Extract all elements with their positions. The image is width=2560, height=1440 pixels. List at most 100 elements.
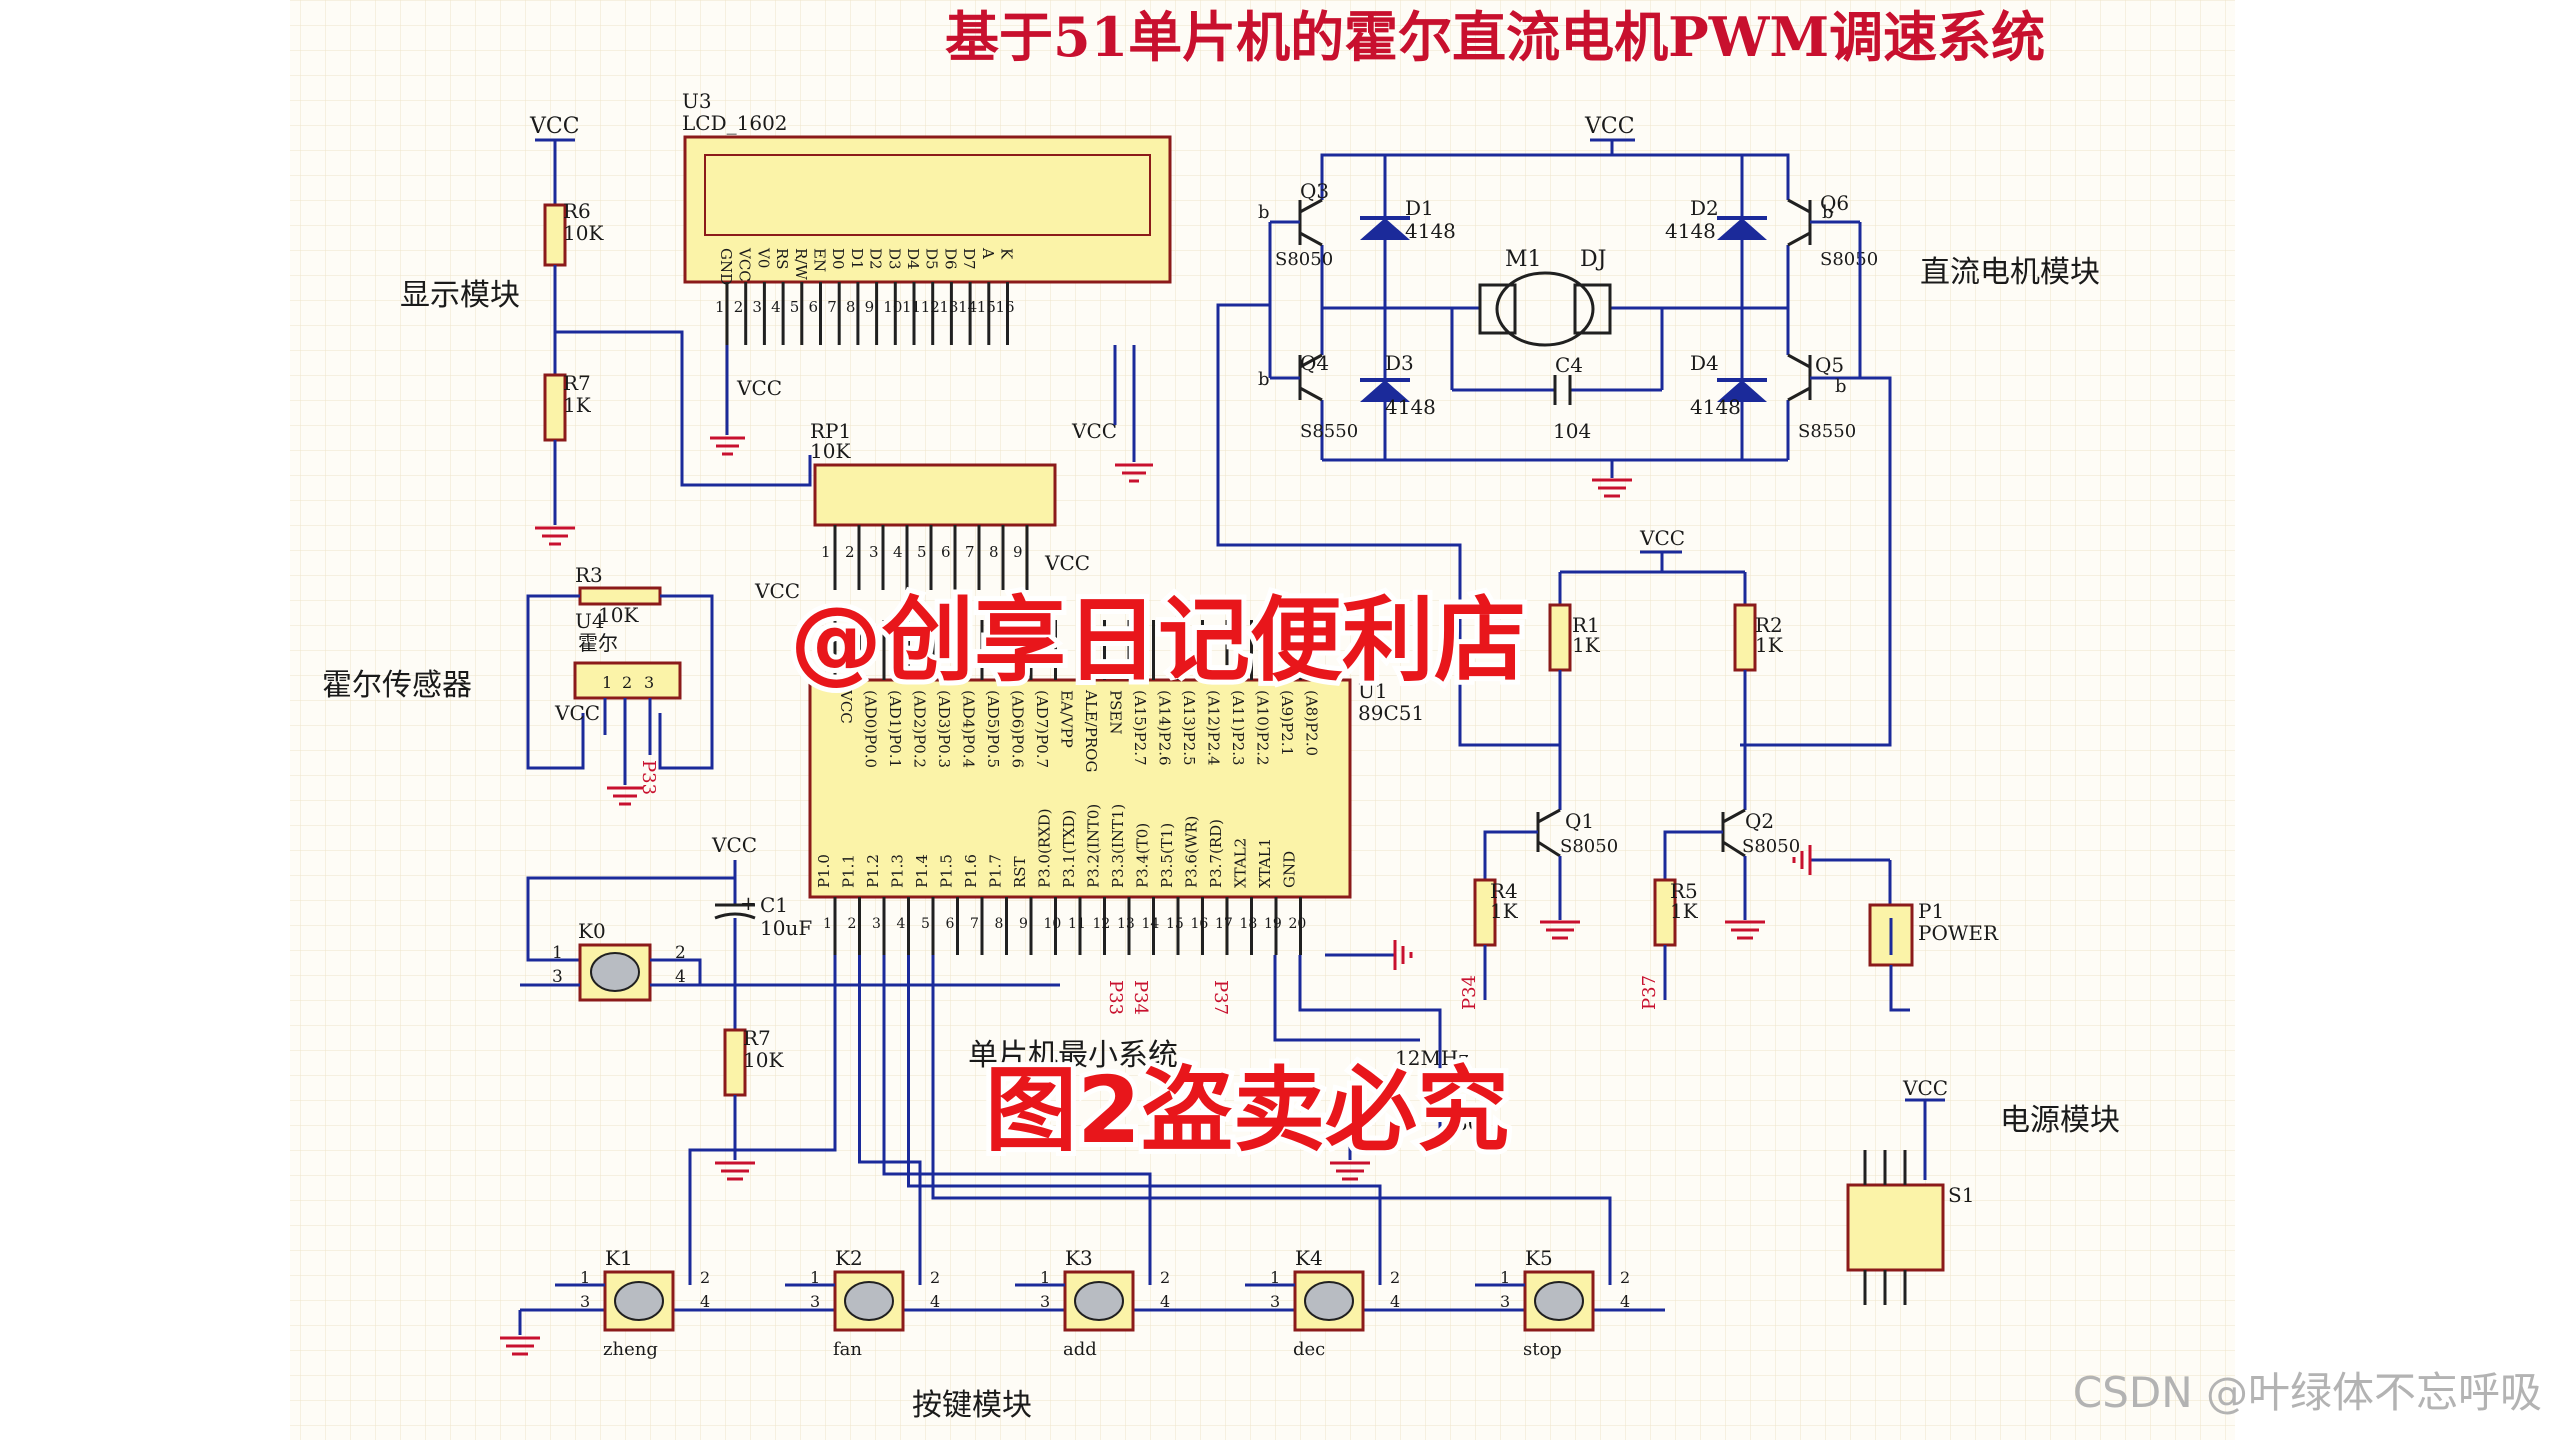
mcu-bottom-pin-number: 20 — [1289, 916, 1307, 932]
r5-value: 1K — [1670, 899, 1699, 923]
mcu-bottom-pin-label: P3.0(RXD) — [1036, 808, 1054, 888]
lcd-pin-number: 1 — [715, 298, 725, 316]
mcu-bottom-pin-number: 10 — [1044, 916, 1062, 932]
power-switch-s1 — [1846, 1183, 1945, 1272]
key-name: dec — [1293, 1339, 1325, 1360]
u4-ref: U4 — [575, 609, 605, 633]
reset-vcc-label: VCC — [711, 833, 757, 857]
lcd-name: LCD_1602 — [682, 111, 788, 135]
key-pin-number: 4 — [930, 1292, 940, 1311]
mcu-bottom-pin-label: P1.0 — [815, 854, 833, 888]
k0-ref: K0 — [578, 919, 606, 943]
npn-q2: Q2 S8050 — [1721, 808, 1800, 858]
key-pin-number: 1 — [580, 1268, 590, 1287]
key-switch-cap — [1074, 1281, 1124, 1321]
key-pin-number: 3 — [1040, 1292, 1050, 1311]
lcd-pin-label: D1 — [848, 248, 866, 270]
mcu-vcc-label: VCC — [754, 579, 800, 603]
r6-ref: R6 — [563, 199, 591, 223]
mcu-bottom-pin-label: P3.4(T0) — [1134, 823, 1152, 888]
lcd-ref: U3 — [682, 89, 712, 113]
mcu-bottom-pin-label: P1.7 — [987, 854, 1005, 888]
lcd-pin-label: D3 — [885, 248, 903, 270]
key-ref: K3 — [1065, 1246, 1093, 1270]
svg-text:1: 1 — [552, 943, 563, 963]
rp1-ref: RP1 — [810, 419, 851, 443]
npn-q1: Q1 S8050 — [1536, 808, 1618, 858]
lcd-pin-number: 15 — [977, 298, 996, 316]
mcu-bottom-pin-number: 19 — [1264, 916, 1282, 932]
svg-text:b: b — [1258, 369, 1270, 390]
q2-part: S8050 — [1742, 836, 1800, 857]
d3-value: 4148 — [1385, 395, 1436, 419]
key-module-label: 按键模块 — [912, 1388, 1032, 1423]
crystal-value: 12MHz — [1395, 1046, 1469, 1070]
npn-q3: b Q3 S8050 — [1258, 179, 1333, 270]
mcu-bottom-pin-number: 2 — [848, 916, 857, 932]
mcu-bottom-pin-number: 4 — [897, 916, 906, 932]
d2-ref: D2 — [1690, 196, 1719, 220]
q1-ref: Q1 — [1565, 809, 1594, 833]
key-ref: K5 — [1525, 1246, 1553, 1270]
rp1-pin-number: 2 — [845, 543, 855, 561]
r2-value: 1K — [1755, 633, 1784, 657]
lcd-pin-number: 13 — [939, 298, 958, 316]
diode-d4: D4 4148 — [1690, 351, 1767, 419]
mcu-bottom-pin-number: 18 — [1240, 916, 1258, 932]
key-pin-number: 3 — [1270, 1292, 1280, 1311]
p1-name: POWER — [1918, 921, 1999, 945]
mcu-net-p33: P33 — [1105, 980, 1126, 1015]
key-wire — [858, 955, 922, 1285]
d2-value: 4148 — [1665, 219, 1716, 243]
rp1-value: 10K — [810, 439, 851, 463]
mcu-body — [808, 678, 1352, 899]
svg-text:2: 2 — [675, 943, 686, 963]
s1-ref: S1 — [1948, 1183, 1974, 1207]
lcd-pin-label: D4 — [904, 248, 922, 270]
mcu-bottom-pin-label: P1.3 — [889, 854, 907, 888]
lcd-pin-label: D5 — [923, 248, 941, 270]
diode-d2: D2 4148 — [1665, 196, 1767, 243]
mcu-top-pin-label: (AD4)P0.4 — [960, 690, 978, 768]
r5-ref: R5 — [1670, 879, 1698, 903]
mcu-bottom-pin-number: 5 — [921, 916, 930, 932]
lcd-1602: U3 LCD_1602 GND1VCC2V03RS4R/W5EN6D07D18D… — [682, 89, 1172, 483]
mcu-bottom-pin-label: P3.3(INT1) — [1109, 804, 1127, 888]
key-switch-cap — [844, 1281, 894, 1321]
mcu-bottom-pin-number: 15 — [1166, 916, 1184, 932]
lcd-pin-number: 7 — [827, 298, 837, 316]
mcu-net-p37: P37 — [1210, 980, 1231, 1015]
key-pin-number: 2 — [1390, 1268, 1400, 1287]
mcu-bottom-pin-label: GND — [1281, 851, 1299, 888]
key-pin-number: 1 — [1040, 1268, 1050, 1287]
lcd-pin-number: 2 — [734, 298, 744, 316]
mcu-bottom-pin-number: 12 — [1093, 916, 1111, 932]
pnp-q5: b Q5 S8550 — [1787, 353, 1860, 442]
r3-resistor — [578, 586, 662, 606]
svg-text:b: b — [1835, 376, 1847, 397]
svg-text:4: 4 — [675, 967, 686, 987]
d4-value: 4148 — [1690, 395, 1741, 419]
driver-stage: VCC R1 1K R2 1K Q1 S8050 Q2 S8050 — [1459, 526, 1800, 1010]
display-module: 显示模块 VCC R6 10K R7 1K — [400, 114, 812, 546]
mcu-bottom-pin-label: P1.2 — [864, 854, 882, 888]
driver-net-p34: P34 — [1459, 975, 1480, 1010]
mcu-bottom-pin-number: 6 — [946, 916, 955, 932]
key-name: zheng — [603, 1339, 658, 1360]
r7-resistor-reset — [723, 1028, 747, 1097]
key-wire — [907, 955, 1382, 1285]
mcu-bottom-pin-label: P1.1 — [840, 854, 858, 888]
q4-ref: Q4 — [1300, 351, 1329, 375]
mcu-bottom-pin-label: P3.6(WR) — [1183, 816, 1201, 888]
d4-ref: D4 — [1690, 351, 1719, 375]
lcd-pin-number: 8 — [846, 298, 856, 316]
q3-part: S8050 — [1275, 249, 1333, 270]
rp1-pin-number: 3 — [869, 543, 879, 561]
d1-value: 4148 — [1405, 219, 1456, 243]
mcu-bottom-pin-label: P3.2(INT0) — [1085, 804, 1103, 888]
motor-name: DJ — [1580, 247, 1606, 272]
rp1-body — [813, 463, 1057, 527]
rp1-pin-number: 9 — [1013, 543, 1023, 561]
mcu-bottom-pin-number: 13 — [1117, 916, 1135, 932]
